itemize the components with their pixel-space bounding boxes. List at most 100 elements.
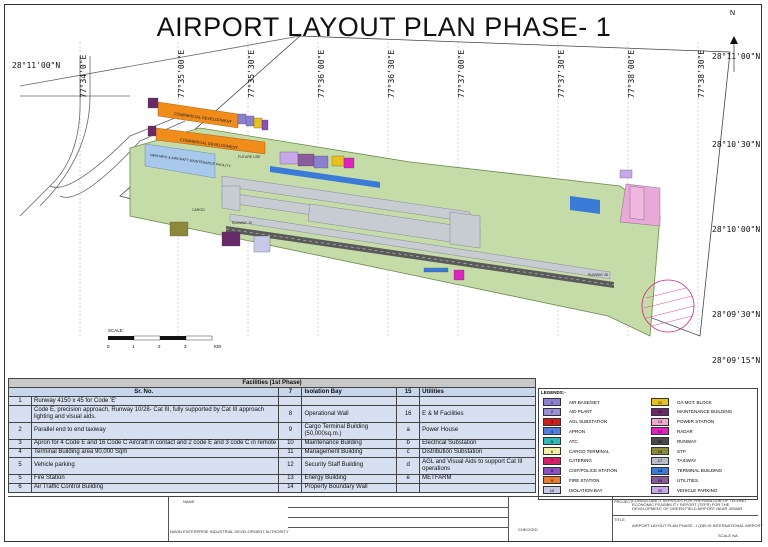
facilities-table: Facilities (1st Phase) Sr. No. 7 Isolati…	[7, 378, 536, 494]
table-row: 1 Runway 4150 x 45 for Code 'E'	[8, 396, 536, 407]
cell: E & M Facilities	[419, 405, 536, 423]
header-isolation-bay: Isolation Bay	[301, 386, 398, 398]
scale-unit: KM	[214, 344, 221, 349]
legend-item: 9 FIRE STATION	[543, 476, 600, 485]
legend-label: GA MGT. BLOCK	[677, 399, 712, 405]
cell: Management Building	[301, 447, 398, 458]
cell: Vehicle parking	[30, 456, 280, 475]
tb-project-text: CONSULTANCY SERVICES FOR PREPARATION OF …	[632, 498, 747, 511]
cell: Runway 4150 x 45 for Code 'E'	[30, 396, 280, 407]
label-runway-28: RUNWAY 28	[588, 273, 608, 277]
legend-label: TERMINAL BUILDING	[677, 468, 723, 474]
lat-right-4: 28°09'30"N	[712, 310, 761, 319]
legend-item: 4 APRON	[543, 427, 586, 436]
facilities-caption: Facilities (1st Phase)	[8, 378, 536, 388]
purple-blocks	[147, 97, 661, 281]
legend-swatch: 10	[543, 486, 561, 495]
cell: 8	[278, 405, 303, 423]
roads	[19, 36, 301, 217]
legend-swatch: 8	[543, 466, 561, 475]
legend-label: AGL SUBSTATION	[569, 419, 608, 425]
cell: 11	[278, 447, 303, 458]
label-runway-10: RUNWAY 10	[232, 221, 252, 225]
scale-bar	[108, 335, 213, 341]
cell: 6	[8, 482, 32, 494]
cell: Apron for 4 Code E and 16 Code C Aircraf…	[30, 438, 280, 449]
commercial-development	[155, 101, 266, 155]
cell: METFARM	[419, 473, 536, 484]
tb-project-label: PROJECT	[614, 499, 633, 504]
cell: 4	[8, 447, 32, 458]
header-num-15: 15	[396, 386, 421, 398]
legend-swatch: 4	[543, 427, 561, 436]
lon-8: 77°38'00"E	[627, 49, 636, 98]
cell: 5	[8, 473, 32, 484]
legend-item: 3 AGL SUBSTATION	[543, 417, 608, 426]
tb-scale-label: SCALE NA	[718, 533, 738, 538]
legend-swatch: 7	[543, 456, 561, 465]
cell: Fire Station	[30, 473, 280, 484]
legend-label: ISOLATION BAY	[569, 487, 603, 493]
cell: Energy Building	[301, 473, 398, 484]
lon-3: 77°35'30"E	[247, 49, 256, 98]
taxiway-system	[221, 175, 611, 280]
tb-title-label: TITLE	[614, 517, 625, 522]
lat-right-3: 28°10'00"N	[712, 225, 761, 234]
cell	[396, 396, 421, 407]
header-utilities: Utilities	[419, 386, 536, 398]
legend-swatch: 3	[543, 417, 561, 426]
scale-tick-3: 3	[184, 344, 187, 349]
cell: Power House	[419, 421, 536, 440]
legend-swatch: 11	[651, 398, 669, 406]
legend-label: STP	[677, 448, 686, 454]
cell: 14	[278, 482, 303, 494]
legend-item: 11 GA MGT. BLOCK	[651, 398, 712, 406]
legend-label: RUNWAY	[677, 438, 697, 444]
legend-swatch: 2	[543, 407, 561, 416]
cell: 2	[8, 421, 32, 440]
legend-swatch: 18	[651, 466, 669, 475]
legend-label: APRON	[569, 428, 586, 434]
scale-tick-2: 2	[158, 344, 161, 349]
legend-swatch: 13	[651, 417, 669, 426]
legend-label: UTILITIES	[677, 477, 699, 483]
legend-swatch: 1	[543, 398, 561, 406]
cell: Air Traffic Control Building	[30, 482, 280, 494]
lon-4: 77°36'00"E	[317, 49, 326, 98]
cell	[419, 482, 536, 494]
legend-item: 18 TERMINAL BUILDING	[651, 466, 723, 475]
lat-right-5: 28°09'15"N	[712, 356, 761, 365]
lon-6: 77°37'00"E	[457, 49, 466, 98]
airport-layout-map: SCALE: 0 1 2 3 KM COMMERCIAL DEVELOPMENT…	[19, 36, 738, 349]
lon-5: 77°36'30"E	[387, 49, 396, 98]
legend-label: AIR BASE/SET	[569, 399, 600, 405]
legend-item: 8 CISF/POLICE STATION	[543, 466, 618, 475]
cell	[301, 396, 398, 407]
legend-title: LEGENDS:-	[541, 390, 566, 395]
legend-label: FIRE STATION	[569, 477, 600, 483]
lat-left-1: 28°11'00"N	[12, 61, 61, 70]
tb-checked-label: CHECKED	[518, 527, 538, 532]
cell	[278, 396, 303, 407]
facilities-header-row: Sr. No. 7 Isolation Bay 15 Utilities	[7, 386, 536, 398]
lon-1: 77°34'0"E	[79, 54, 88, 98]
cell: Distribution Substation	[419, 447, 536, 458]
scale-tick-1: 1	[132, 344, 135, 349]
mro-facility	[144, 143, 216, 179]
cell: Code E, precision approach, Runway 10/28…	[30, 405, 280, 423]
scale-title: SCALE:	[108, 328, 124, 333]
cell	[8, 405, 32, 423]
cell: Security Staff Building	[301, 456, 398, 475]
legend-swatch: 9	[543, 476, 561, 485]
cell: a	[396, 421, 421, 440]
legend-label: MAINTENANCE BUILDING	[677, 409, 733, 415]
legend-label: CISF/POLICE STATION	[569, 468, 618, 474]
cell: d	[396, 456, 421, 475]
